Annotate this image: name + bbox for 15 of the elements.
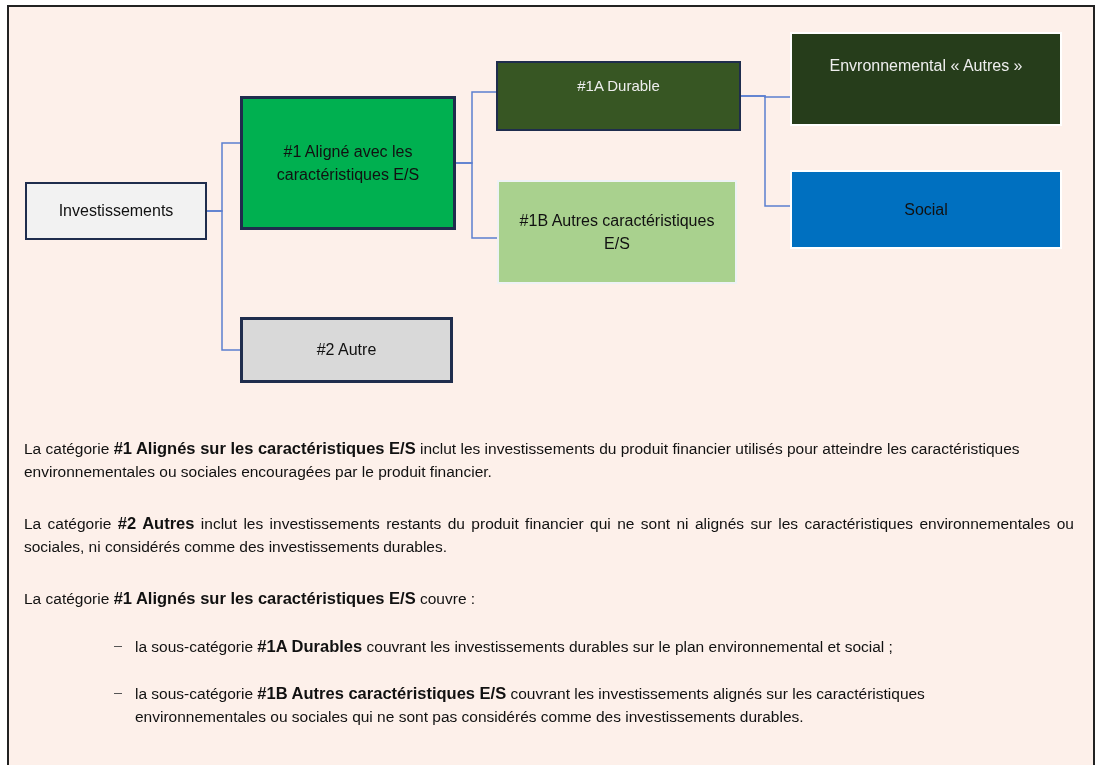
paragraph-text: La catégorie #1 Alignés sur les caractéristiques E/S inclut les investissements du produit financier utilisés pour atteindre les caractéristiques environnementales ou sociales encouragées par le produit financier. <box>24 438 1021 482</box>
connector-line <box>740 95 791 207</box>
subcategory-box: Social <box>790 170 1062 249</box>
paragraph-text: la sous-catégorie #1B Autres caractéristiques E/S couvrant les investissements alignés sur les caractéristiques environnementales ou sociales qui ne sont pas considérés comme des investissements durables. <box>135 683 926 727</box>
paragraph-text: La catégorie #1 Alignés sur les caractéristiques E/S couvre : <box>24 588 477 609</box>
category-box: #1 Aligné avec les caractéristiques E/S <box>240 96 456 230</box>
paragraph-text: La catégorie #2 Autres inclut les investissements restants du produit financier qui ne sont ni alignés sur les caractéristiques environnementales ou sociales, ni considérés comme des investissements durables. <box>24 513 1074 557</box>
paragraph-text: la sous-catégorie #1A Durables couvrant les investissements durables sur le plan environnemental et social ; <box>135 636 894 657</box>
category-box: Investissements <box>25 182 207 240</box>
connector-line <box>455 162 498 239</box>
subcategory-box: #1B Autres caractéristiques E/S <box>497 180 737 284</box>
category-box: #2 Autre <box>240 317 453 383</box>
subcategory-box: Envronnemental « Autres » <box>790 32 1062 126</box>
subcategory-box: #1A Durable <box>496 61 741 131</box>
connector-line <box>206 210 241 351</box>
